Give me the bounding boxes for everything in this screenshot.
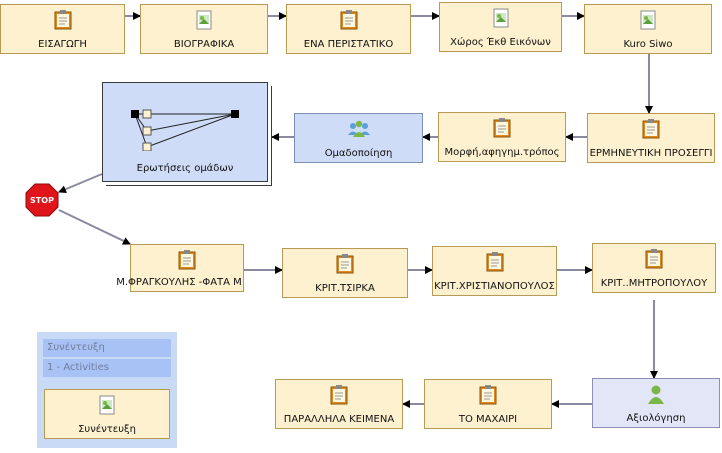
- notepad-icon: [493, 118, 511, 138]
- activity-choros[interactable]: Χώρος Έκθ Εικόνων: [439, 2, 562, 52]
- optional-subtitle: 1 - Activities: [47, 362, 109, 373]
- activity-label: ΒΙΟΓΡΑΦΙΚΑ: [173, 39, 235, 50]
- activity-label: ΚΡΙΤ..ΜΗΤΡΟΠΟΥΛΟΥ: [600, 278, 708, 289]
- image-page-icon: [640, 10, 656, 30]
- activity-label: ΕΡΜΗΝΕΥΤΙΚΗ ΠΡΟΣΕΓΓΙ: [589, 148, 713, 159]
- activity-machairi[interactable]: ΤΟ ΜΑΧΑΙΡΙ: [424, 379, 552, 429]
- activity-fragkoulis[interactable]: Μ.ΦΡΑΓΚΟΥΛΗΣ -ΦΑΤΑ Μ: [116, 244, 244, 292]
- activity-label: Χώρος Έκθ Εικόνων: [450, 37, 551, 48]
- activity-ermineftiki[interactable]: ΕΡΜΗΝΕΥΤΙΚΗ ΠΡΟΣΕΓΓΙ: [587, 113, 715, 163]
- optional-activities-box[interactable]: Συνέντευξη 1 - Activities Συνέντευξη: [37, 332, 177, 448]
- stop-label: STOP: [30, 196, 54, 205]
- activity-label: ΤΟ ΜΑΧΑΙΡΙ: [458, 414, 518, 425]
- activity-label: Αξιολόγηση: [626, 413, 686, 424]
- notepad-icon: [645, 249, 663, 269]
- activity-omadopoiisi[interactable]: Ομαδοποίηση: [294, 113, 423, 163]
- activity-kuro-siwo[interactable]: Kuro Siwo: [584, 4, 712, 54]
- activity-morfi[interactable]: Μορφή,αφηγημ.τρόπος: [438, 112, 566, 162]
- activity-label: Μορφή,αφηγημ.τρόπος: [444, 147, 560, 158]
- edge-stop-fragkoulis: [58, 209, 131, 245]
- activity-label: ΚΡΙΤ.ΤΣΙΡΚΑ: [315, 283, 375, 294]
- activity-viografika[interactable]: ΒΙΟΓΡΑΦΙΚΑ: [140, 4, 268, 54]
- image-page-icon: [493, 8, 508, 28]
- group-label: Ερωτήσεις ομάδων: [136, 163, 234, 174]
- optional-title-bar: Συνέντευξη: [43, 339, 171, 357]
- activity-label: Kuro Siwo: [623, 39, 673, 50]
- activity-label: Μ.ΦΡΑΓΚΟΥΛΗΣ -ΦΑΤΑ Μ: [116, 277, 242, 288]
- activity-label: Ομαδοποίηση: [324, 148, 393, 159]
- activity-erotiseis-omadon[interactable]: Ερωτήσεις ομάδων: [102, 82, 268, 182]
- notepad-icon: [178, 250, 196, 270]
- activity-label: ΠΑΡΑΛΛΗΛΑ ΚΕΙΜΕΝΑ: [283, 414, 395, 425]
- activity-mitropoulou[interactable]: ΚΡΙΤ..ΜΗΤΡΟΠΟΥΛΟΥ: [592, 243, 716, 293]
- notepad-icon: [479, 385, 497, 405]
- group-users-icon: [347, 120, 370, 137]
- activity-eisagogi[interactable]: ΕΙΣΑΓΩΓΗ: [0, 4, 125, 54]
- activity-tsirka[interactable]: ΚΡΙΤ.ΤΣΙΡΚΑ: [282, 248, 408, 298]
- activity-label: Συνέντευξη: [78, 424, 136, 435]
- notepad-icon: [340, 10, 357, 30]
- activity-synenteuxi[interactable]: Συνέντευξη: [44, 389, 170, 439]
- notepad-icon: [642, 119, 660, 139]
- user-icon: [648, 385, 664, 404]
- notepad-icon: [486, 252, 503, 272]
- activity-axiologisi[interactable]: Αξιολόγηση: [592, 378, 720, 428]
- activity-ena-peristatiko[interactable]: ΕΝΑ ΠΕΡΙΣΤΑΤΙΚΟ: [286, 4, 411, 54]
- notepad-icon: [336, 254, 354, 274]
- branching-icon: [131, 109, 239, 151]
- activity-parallila[interactable]: ΠΑΡΑΛΛΗΛΑ ΚΕΙΜΕΝΑ: [275, 379, 403, 429]
- notepad-icon: [330, 385, 348, 405]
- activity-label: ΚΡΙΤ.ΧΡΙΣΤΙΑΝΟΠΟΥΛΟΣ: [434, 281, 555, 292]
- optional-title: Συνέντευξη: [47, 342, 105, 353]
- optional-subtitle-bar: 1 - Activities: [43, 359, 171, 377]
- edge-erotiseis-stop: [58, 173, 103, 193]
- activity-label: ΕΙΣΑΓΩΓΗ: [38, 39, 87, 50]
- stop-icon[interactable]: STOP: [25, 183, 59, 217]
- activity-christianopoulos[interactable]: ΚΡΙΤ.ΧΡΙΣΤΙΑΝΟΠΟΥΛΟΣ: [432, 246, 557, 296]
- image-page-icon: [196, 10, 212, 30]
- notepad-icon: [54, 10, 71, 30]
- activity-label: ΕΝΑ ΠΕΡΙΣΤΑΤΙΚΟ: [303, 39, 394, 50]
- image-page-icon: [99, 395, 115, 415]
